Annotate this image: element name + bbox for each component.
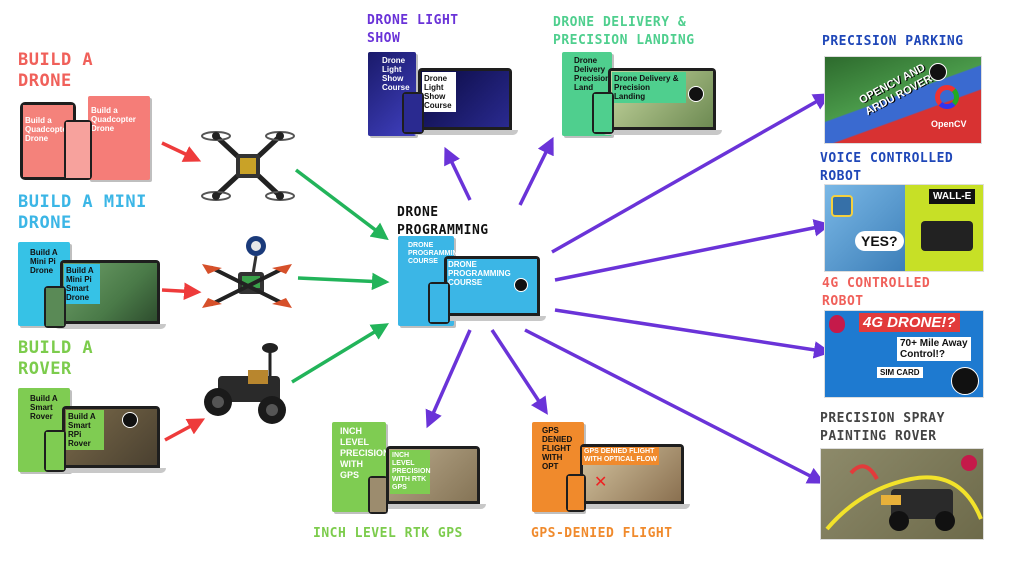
phone-device [44, 286, 66, 328]
phone-device [64, 120, 92, 180]
phone-device [368, 476, 388, 514]
phone-device [44, 430, 66, 472]
arrow-to-spray [524, 328, 826, 484]
label-precision-parking: PRECISION PARKING [822, 34, 964, 49]
quadcopter-drone-image [201, 131, 295, 201]
arrow-to-parking [551, 93, 832, 254]
arrow-quad-to-programming [294, 168, 389, 241]
laptop-device: DRONE PROGRAMMING COURSE [444, 256, 540, 316]
label-voice-controlled: VOICE CONTROLLED ROBOT [820, 151, 954, 184]
label-drone-delivery: DRONE DELIVERY & PRECISION LANDING [553, 15, 695, 48]
phone-device [592, 92, 614, 134]
thumb-voice-controlled: WALL-E YES? [824, 184, 984, 272]
laptop-device: GPS DENIED FLIGHT WITH OPTICAL FLOW ✕ [580, 444, 684, 504]
thumb-4g-controlled: 4G DRONE!? 70+ Mile Away Control!? SIM C… [824, 310, 984, 398]
mini-drone-image [202, 236, 292, 308]
arrow-to-delivery [518, 136, 554, 206]
product-box: INCH LEVEL PRECISION WITH GPS [332, 422, 390, 512]
label-build-mini-drone: BUILD A MINI DRONE [18, 192, 147, 233]
label-precision-spray: PRECISION SPRAY PAINTING ROVER [820, 411, 945, 444]
label-build-rover: BUILD A ROVER [18, 338, 94, 379]
laptop-device: Build A Mini Pi Smart Drone [60, 260, 160, 324]
phone-device [566, 474, 586, 512]
label-build-drone: BUILD A DRONE [18, 50, 94, 91]
robot-image [921, 221, 973, 251]
phone-device [428, 282, 450, 324]
label-4g-controlled: 4G CONTROLLED ROBOT [822, 276, 931, 309]
thumb-precision-parking: OPENCV AND ARDU ROVER OpenCV [824, 56, 982, 144]
arrow-rover-to-programming [291, 323, 389, 384]
arrow-rover-to-rover [164, 418, 206, 442]
laptop-device: Drone Light Show Course [418, 68, 512, 130]
arrow-to-rtk [425, 329, 472, 429]
x-mark-icon: ✕ [594, 472, 608, 491]
label-inch-level-rtk: INCH LEVEL RTK GPS [313, 526, 463, 541]
rover-image [204, 343, 286, 424]
label-drone-programming: DRONE PROGRAMMING [397, 205, 489, 238]
arrow-to-light-show [444, 146, 472, 201]
phone-device [402, 92, 424, 134]
raspberry-pi-icon [829, 315, 845, 333]
arrow-to-4g [554, 308, 832, 359]
arrow-to-voice [554, 219, 832, 282]
label-drone-light-show: DRONE LIGHT SHOW [367, 13, 459, 46]
laptop-device: INCH LEVEL PRECISION WITH RTK GPS [386, 446, 480, 504]
arrow-drone-to-quad [161, 141, 202, 162]
laptop-device: Drone Delivery & Precision Landing [608, 68, 716, 130]
laptop-device: Build A Smart RPi Rover [62, 406, 160, 468]
arrow-to-gps-denied [490, 329, 548, 415]
product-box: Build a Quadcopter Drone [88, 96, 150, 180]
thumb-precision-spray [820, 448, 984, 540]
spray-scene-image [825, 455, 983, 531]
arrow-mini-to-programming [297, 272, 390, 291]
opencv-logo-icon [935, 85, 959, 109]
label-gps-denied: GPS-DENIED FLIGHT [531, 526, 673, 541]
python-logo-icon [831, 195, 853, 217]
arrow-mini-to-mini [161, 282, 202, 300]
